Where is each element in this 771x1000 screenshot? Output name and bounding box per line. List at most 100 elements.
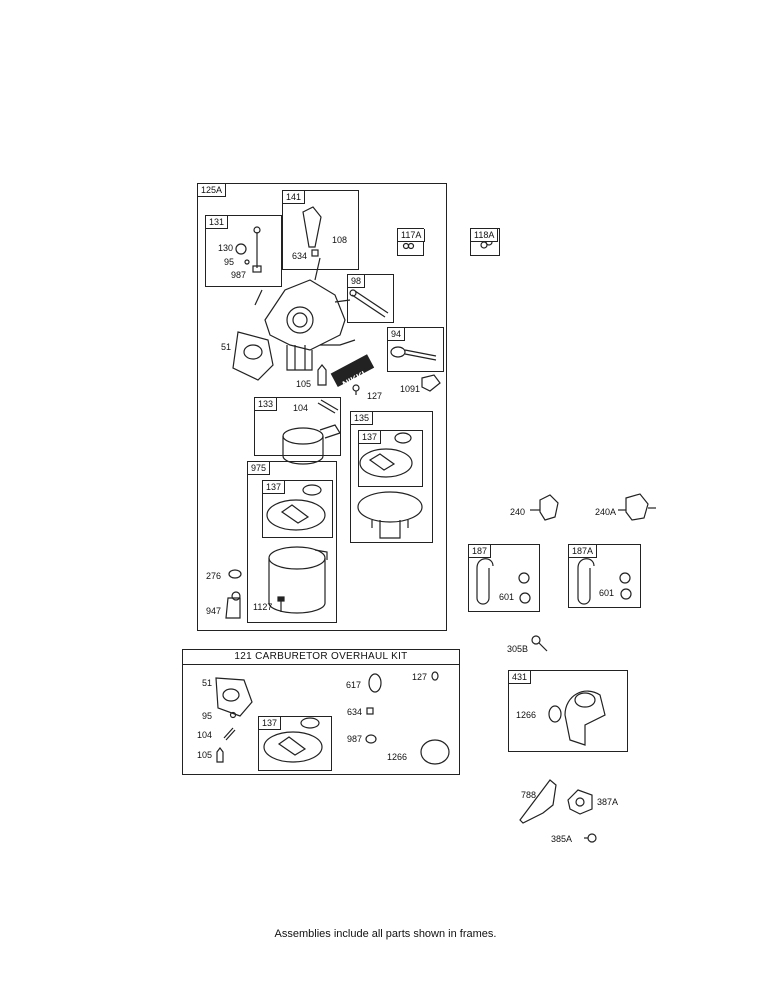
frame-187A: 187A [568,544,641,608]
part-1091-fitting [421,374,441,392]
kit-title: 121 CARBURETOR OVERHAUL KIT [183,650,459,665]
label-987: 987 [231,270,247,280]
label-305B: 305B [507,644,529,654]
part-601-clamps-a [518,572,531,604]
label-947: 947 [206,606,222,616]
part-431-elbow [548,690,606,746]
label-104: 104 [293,403,309,413]
label-105: 105 [296,379,312,389]
frame-label: 117A [398,229,426,242]
carburetor-overhaul-kit-frame: 121 CARBURETOR OVERHAUL KIT [182,649,460,775]
kit-label-1266: 1266 [387,752,408,762]
frame-141: 141 [282,190,359,270]
kit-label-634: 634 [347,707,363,717]
label-95: 95 [224,257,235,267]
label-1266: 1266 [516,710,537,720]
frame-137-a: 137 [358,430,423,487]
kit-label-987: 987 [347,734,363,744]
label-240A: 240A [595,507,617,517]
frame-label: 137 [259,717,282,730]
frame-label: 125A [198,184,227,197]
frame-label: 141 [283,191,306,204]
frame-label: 137 [263,481,286,494]
label-51: 51 [221,342,232,352]
part-387a [567,789,593,815]
frame-975: 975 [247,461,337,623]
part-187-hose [476,558,494,605]
frame-431: 431 [508,670,628,752]
kit-label-51: 51 [202,678,213,688]
frame-label: 187A [569,545,598,558]
frame-label: 137 [359,431,382,444]
kit-label-127: 127 [412,672,428,682]
kit-51-gasket [215,677,253,717]
frame-125A: 125A [197,183,447,631]
footer-note: Assemblies include all parts shown in fr… [274,928,497,940]
kit-95 [229,711,237,719]
kit-label-617: 617 [346,680,362,690]
part-947-solenoid [225,591,241,619]
kit-137-diaphragm [263,717,323,763]
part-98-screw [349,289,389,318]
part-130-131-shaft [235,226,262,273]
part-137-diaphragm-b [266,484,326,531]
frame-187: 187 [468,544,540,612]
kit-label-104: 104 [197,730,213,740]
frame-label: 187 [469,545,492,558]
part-135-plate [357,491,423,539]
part-385a-screw [584,833,597,843]
frame-131: 131 [205,215,282,287]
frame-label: 94 [388,328,406,341]
kit-label-95: 95 [202,711,213,721]
frame-118A: 118A [470,228,500,256]
part-240a-filter [618,493,656,521]
part-276-washer [228,569,242,579]
label-788: 788 [521,790,537,800]
part-51-gasket [232,331,274,381]
part-141-plate [302,206,322,257]
part-601-clamps-b [619,572,632,600]
frame-98: 98 [347,274,394,323]
frame-label: 98 [348,275,366,288]
kit-105 [216,747,224,763]
kit-label-105: 105 [197,750,213,760]
kit-617-oring [368,673,382,693]
label-240: 240 [510,507,526,517]
part-240-filter [530,494,559,521]
frame-133: 133 [254,397,341,456]
kit-104 [223,727,234,739]
label-108: 108 [332,235,348,245]
part-118a [480,241,488,249]
frame-label: 975 [248,462,271,475]
label-387A: 387A [597,797,619,807]
part-975-bowl [268,546,328,614]
part-133-float [282,399,341,465]
frame-135: 135 [350,411,433,543]
label-634: 634 [292,251,308,261]
part-788-bracket [519,779,557,824]
part-137-diaphragm-a [359,432,413,478]
frame-label: 431 [509,671,532,684]
frame-label: 135 [351,412,374,425]
label-601-b: 601 [599,588,615,598]
label-601-a: 601 [499,592,515,602]
frame-label: 133 [255,398,278,411]
kit-634 [366,707,374,715]
label-385A: 385A [551,834,573,844]
part-187a-hose [577,558,595,605]
part-1127-screw [277,596,285,612]
kit-987 [365,734,377,744]
frame-label: 131 [206,216,229,229]
frame-label: 118A [471,229,499,242]
frame-137-b: 137 [262,480,333,538]
label-127: 127 [367,391,383,401]
frame-94: 94 [387,327,444,372]
part-105-jet [317,364,327,386]
frame-117A: 117A [397,228,426,256]
label-276: 276 [206,571,222,581]
label-1091: 1091 [400,384,421,394]
label-130: 130 [218,243,234,253]
kit-127 [431,671,439,681]
label-1127: 1127 [253,602,273,612]
